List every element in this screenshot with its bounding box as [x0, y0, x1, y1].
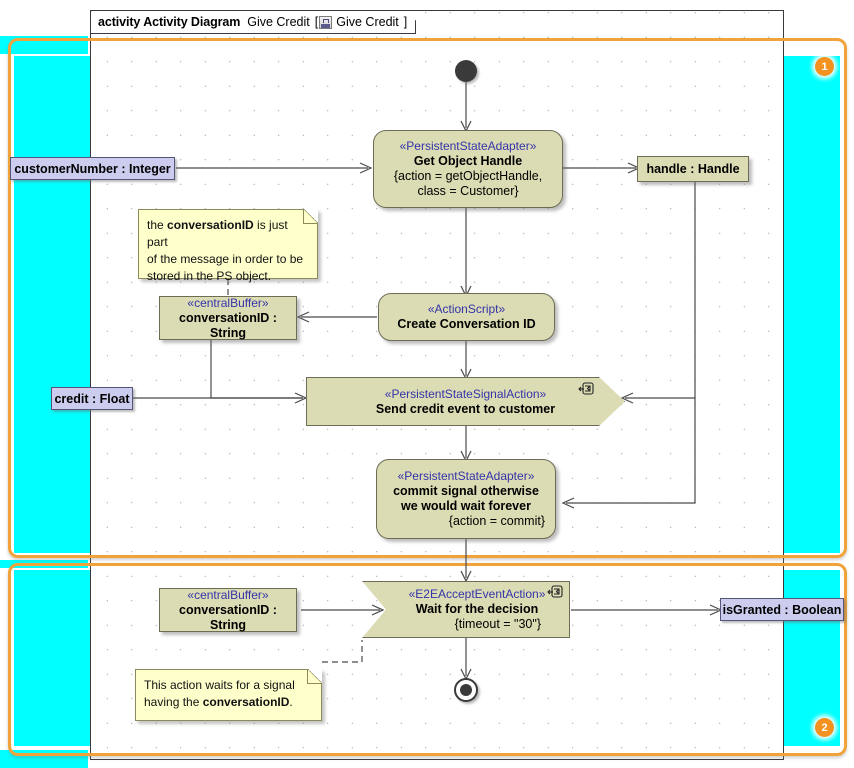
- action-create-conversation-id[interactable]: «ActionScript» Create Conversation ID: [378, 293, 555, 341]
- frame-title-tab: activity Activity Diagram Give Credit [ …: [90, 10, 416, 34]
- action-name: Send credit event to customer: [375, 401, 556, 416]
- partition-2-badge: 2: [815, 718, 834, 737]
- stereotype-label: «centralBuffer»: [187, 295, 269, 310]
- note-line-2: having the conversationID.: [144, 695, 293, 709]
- frame-keyword: activity Activity Diagram: [98, 15, 241, 29]
- action-props-line2: class = Customer}: [417, 184, 519, 198]
- object-node-label: handle : Handle: [646, 161, 740, 176]
- frame-name: Give Credit: [247, 15, 310, 29]
- action-name: Create Conversation ID: [397, 317, 536, 331]
- stereotype-label: «ActionScript»: [427, 302, 506, 316]
- pin-customer-number[interactable]: customerNumber : Integer: [10, 157, 175, 180]
- note-line-1: the conversationID is just part: [147, 218, 288, 249]
- object-node-conversation-buffer-lower[interactable]: «centralBuffer» conversationID : String: [159, 588, 297, 632]
- action-name: Get Object Handle: [413, 154, 523, 168]
- pin-credit[interactable]: credit : Float: [51, 387, 133, 410]
- note-fold-corner: [303, 209, 318, 224]
- frame-bracket-close: ]: [403, 15, 408, 29]
- action-commit-signal[interactable]: «PersistentStateAdapter» commit signal o…: [376, 459, 556, 539]
- frame-bracket-open: [: [314, 15, 319, 29]
- action-props-line1: {action = getObjectHandle,: [393, 169, 543, 183]
- note-line-2: of the message in order to be: [147, 252, 304, 266]
- frame-context: Give Credit: [336, 15, 399, 29]
- action-props: {timeout = "30"}: [454, 617, 541, 631]
- object-node-label: conversationID : String: [179, 602, 277, 632]
- action-name-line2: we would wait forever: [401, 499, 531, 513]
- action-name-line1: commit signal otherwise: [393, 484, 539, 498]
- note-line-1: This action waits for a signal: [144, 678, 295, 692]
- partition-1[interactable]: [8, 38, 847, 558]
- note-wait-signal[interactable]: This action waits for a signal having th…: [135, 669, 322, 721]
- object-node-label: conversationID : String: [179, 310, 277, 340]
- note-line-3: stored in the PS object.: [147, 269, 272, 283]
- action-send-credit-event[interactable]: «PersistentStateSignalAction» Send credi…: [306, 377, 625, 426]
- action-wait-for-decision[interactable]: «E2EAcceptEventAction» Wait for the deci…: [362, 581, 570, 638]
- pin-is-granted[interactable]: isGranted : Boolean: [720, 598, 844, 621]
- action-props: {action = commit}: [448, 514, 545, 528]
- initial-node[interactable]: [455, 60, 477, 82]
- action-name: Wait for the decision: [415, 602, 539, 616]
- stereotype-label: «centralBuffer»: [187, 587, 269, 602]
- activity-diagram-icon: [319, 16, 332, 29]
- action-get-object-handle[interactable]: «PersistentStateAdapter» Get Object Hand…: [373, 130, 563, 208]
- partition-1-badge: 1: [815, 57, 834, 76]
- stereotype-label: «PersistentStateAdapter»: [399, 139, 537, 153]
- stereotype-label: «PersistentStateAdapter»: [397, 469, 535, 483]
- activity-final-node[interactable]: [454, 678, 478, 702]
- stereotype-label: «E2EAcceptEventAction»: [408, 587, 546, 601]
- send-signal-icon: [578, 382, 594, 395]
- accept-event-icon: [547, 585, 563, 598]
- note-fold-corner: [307, 669, 322, 684]
- object-node-conversation-buffer-upper[interactable]: «centralBuffer» conversationID : String: [159, 296, 297, 340]
- stereotype-label: «PersistentStateSignalAction»: [384, 386, 547, 401]
- partition-2[interactable]: [8, 563, 847, 756]
- note-conversation-id[interactable]: the conversationID is just part of the m…: [138, 209, 318, 283]
- object-node-handle[interactable]: handle : Handle: [637, 156, 749, 182]
